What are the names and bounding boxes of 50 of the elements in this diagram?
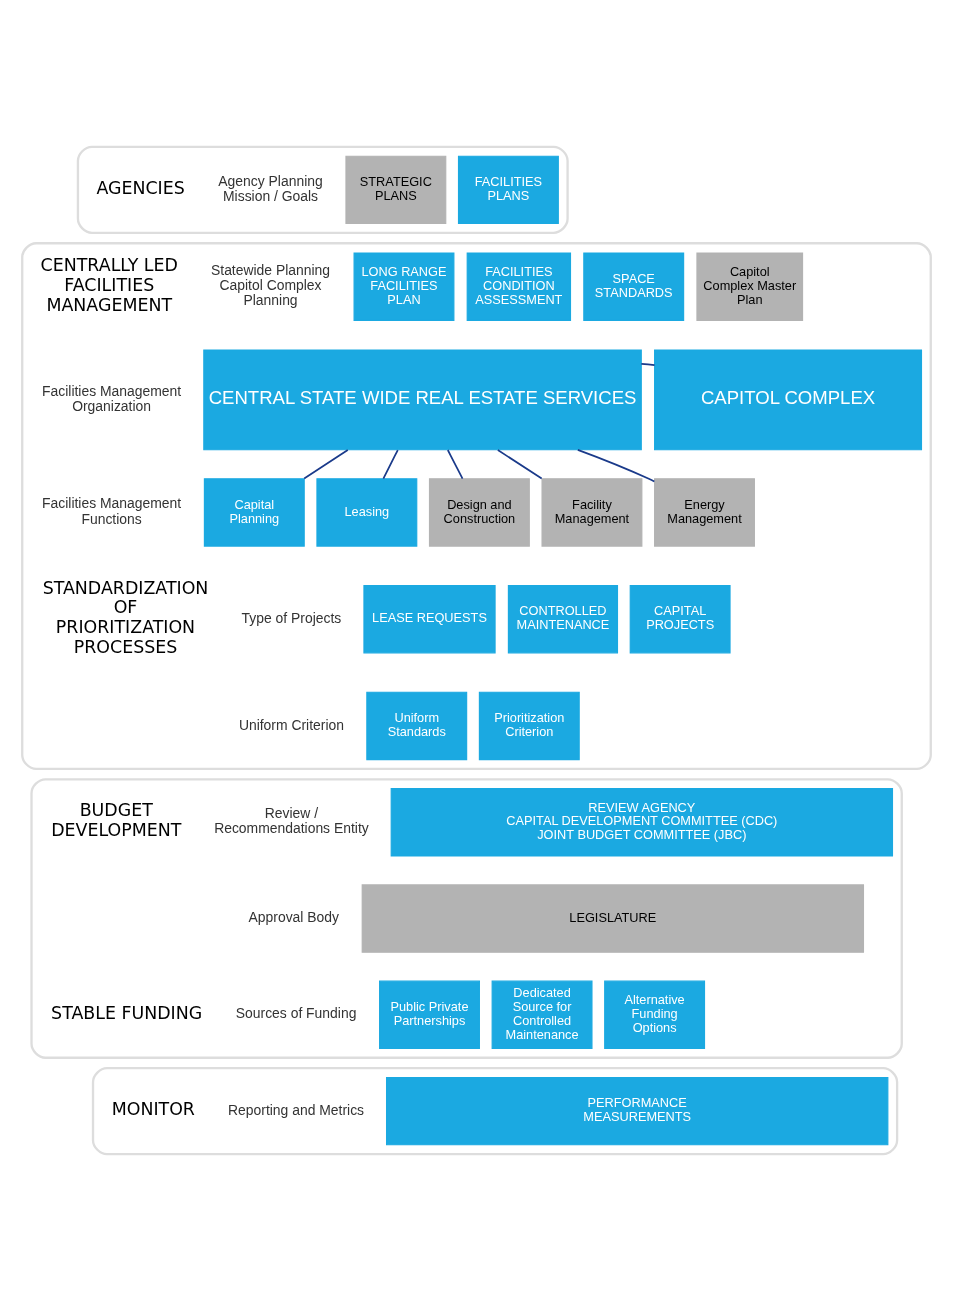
label: Approval Body [248, 908, 339, 925]
label: AGENCIES [96, 177, 185, 198]
cluster [76, 145, 569, 234]
node-box: Facility Management [541, 477, 643, 547]
connector [446, 448, 464, 479]
node-box: Alternative Funding Options [604, 980, 706, 1049]
label: Sources of Funding [235, 1004, 357, 1021]
node-box: Prioritization Criterion [478, 691, 580, 760]
connector [640, 362, 656, 366]
node-box: CAPITAL PROJECTS [629, 584, 731, 653]
label: Statewide Planning Capitol Complex Planning [211, 261, 331, 308]
label: Uniform Criterion [238, 716, 344, 733]
node-box: LONG RANGE FACILITIES PLAN [353, 252, 455, 321]
label: Review / Recommendations Entity [214, 804, 369, 836]
node-box: REVIEW AGENCY CAPITAL DEVELOPMENT COMMITTEE (CDC) JOINT BUDGET COMMITTEE (JBC) [390, 787, 894, 856]
node-box: Leasing [316, 477, 418, 547]
cluster [21, 241, 932, 770]
node-box: Public Private Partnerships [379, 980, 480, 1049]
cluster [30, 777, 903, 1059]
label: MONITOR [111, 1098, 195, 1119]
node-box: Dedicated Source for Controlled Maintenance [491, 980, 593, 1049]
node-box: Energy Management [654, 477, 755, 547]
node-box: LEGISLATURE [361, 883, 865, 953]
connector [303, 448, 349, 479]
label: Facilities Management Organization [42, 382, 182, 414]
label: Facilities Management Functions [42, 494, 182, 527]
label: STANDARDIZATION OF PRIORITIZATION PROCESSES [42, 577, 209, 657]
node-box: Capital Planning [203, 477, 305, 547]
label: CENTRALLY LED FACILITIES MANAGEMENT [40, 254, 178, 315]
label: STABLE FUNDING [51, 1002, 203, 1023]
node-box: Uniform Standards [366, 691, 468, 760]
cluster [91, 1066, 899, 1155]
label: Agency Planning Mission / Goals [218, 172, 323, 204]
label: Reporting and Metrics [228, 1101, 365, 1118]
node-box: Design and Construction [428, 477, 530, 547]
label: Type of Projects [241, 609, 342, 626]
node-box: CENTRAL STATE WIDE REAL ESTATE SERVICES [203, 348, 642, 450]
node-box: PERFORMANCE MEASUREMENTS [386, 1076, 889, 1145]
connector [382, 448, 399, 479]
node-box: Capitol Complex Master Plan [696, 252, 804, 321]
node-box: FACILITIES CONDITION ASSESSMENT [466, 252, 572, 321]
node-box: LEASE REQUESTS [363, 584, 496, 653]
label: BUDGET DEVELOPMENT [51, 799, 182, 840]
connector [496, 448, 543, 479]
node-box: FACILITIES PLANS [457, 155, 559, 224]
node-box: SPACE STANDARDS [583, 252, 685, 321]
node-box: CAPITOL COMPLEX [654, 348, 923, 450]
node-box: CONTROLLED MAINTENANCE [507, 584, 619, 653]
connector [576, 448, 656, 482]
node-box: STRATEGIC PLANS [345, 155, 447, 224]
